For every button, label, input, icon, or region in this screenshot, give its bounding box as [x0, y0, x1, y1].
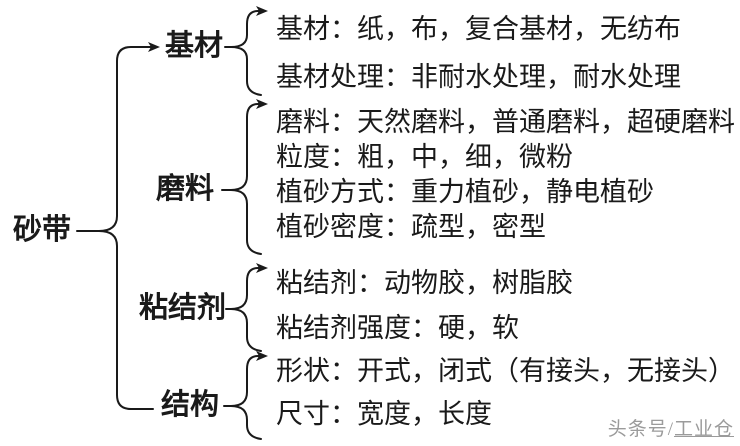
leaf-item-shape: 形状：开式，闭式（有接头，无接头）: [276, 356, 735, 386]
arrowhead-abrasive-icon: [256, 99, 268, 109]
group-label-base-material: 基材: [165, 30, 224, 62]
leaf-item-binder-strength: 粘结剂强度：硬，软: [276, 313, 519, 343]
brace-base-material: [224, 10, 262, 96]
leaf-item-abrasive-types: 磨料：天然磨料，普通磨料，超硬磨料: [276, 107, 735, 137]
leaf-item-coating-density: 植砂密度：疏型，密型: [276, 212, 546, 242]
leaf-item-coating-method: 植砂方式：重力植砂，静电植砂: [276, 177, 654, 207]
brace-abrasive: [221, 103, 262, 255]
root-label: 砂带: [13, 214, 72, 246]
group-label-binder: 粘结剂: [139, 292, 227, 324]
leaf-item-base-material-treatment: 基材处理：非耐水处理，耐水处理: [276, 62, 681, 92]
brace-root: [76, 46, 154, 410]
arrowhead-base-material-icon: [256, 6, 268, 16]
watermark-name: 工业仓: [673, 419, 734, 440]
arrowhead-root-icon: [148, 42, 160, 52]
brace-structure: [223, 355, 262, 440]
leaf-item-base-material-types: 基材：纸，布，复合基材，无纺布: [276, 14, 681, 44]
leaf-item-dimensions: 尺寸：宽度，长度: [276, 399, 492, 429]
arrowhead-structure-icon: [256, 351, 268, 361]
group-label-structure: 结构: [161, 389, 220, 421]
watermark: 头条号/工业仓: [608, 414, 734, 441]
arrowhead-binder-icon: [256, 263, 268, 273]
group-label-abrasive: 磨料: [156, 173, 215, 205]
watermark-prefix: 头条号/: [607, 419, 674, 440]
leaf-item-grit-size: 粒度：粗，中，细，微粉: [276, 142, 573, 172]
brace-binder: [225, 267, 262, 352]
leaf-item-binder-types: 粘结剂：动物胶，树脂胶: [276, 268, 573, 298]
